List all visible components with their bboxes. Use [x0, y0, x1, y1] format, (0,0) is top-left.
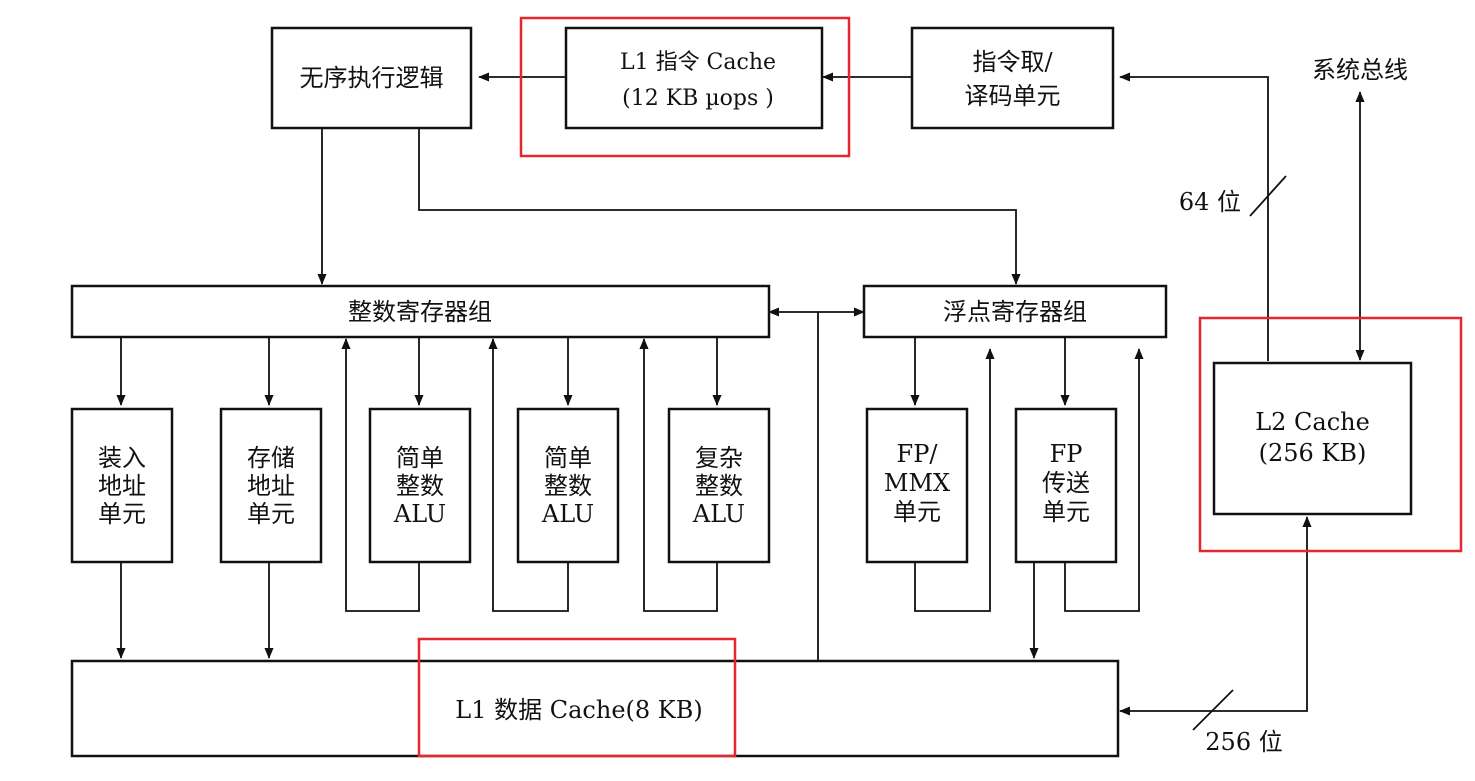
highlight-frame-l1-icache [519, 16, 851, 158]
arrow-alu1-writeback [341, 338, 420, 612]
l2-cache-box: L2 Cache (256 KB) [1212, 361, 1413, 516]
arrow-ooo-to-fpregs [418, 128, 1021, 285]
fpmove-line2: 传送 [1042, 469, 1090, 497]
connectors [116, 72, 1365, 731]
arrow-l2-to-fetch [1119, 72, 1269, 361]
fp-mmx-unit: FP/ MMX 单元 [865, 407, 969, 564]
l1-dcache-label: L1 数据 Cache(8 KB) [455, 696, 702, 724]
simple-int-alu-2: 简单 整数 ALU [516, 407, 620, 564]
arrow-alu3-writeback [639, 338, 718, 612]
load-address-unit: 装入 地址 单元 [70, 407, 174, 564]
tick-64bit [1249, 175, 1287, 217]
l1-icache-size: (12 KB µops ) [622, 86, 774, 111]
alu1-line2: 整数 [396, 472, 444, 500]
ooo-logic-label: 无序执行逻辑 [300, 64, 444, 92]
bus-width-64-label: 64 位 [1179, 188, 1241, 216]
arrow-dcache-l2 [1119, 516, 1312, 716]
arrow-fpmmx-writeback [914, 348, 995, 612]
fpmmx-line1: FP/ [897, 440, 939, 468]
l1-dcache-box: L1 数据 Cache(8 KB) [70, 659, 1120, 758]
arrow-fpmove-writeback [1064, 348, 1144, 612]
simple-int-alu-1: 简单 整数 ALU [368, 407, 472, 564]
bus-width-256-label: 256 位 [1205, 728, 1282, 756]
store-address-unit: 存储 地址 单元 [219, 407, 323, 564]
arrow-alu2-writeback [488, 338, 569, 612]
fpmove-line3: 单元 [1042, 498, 1090, 526]
highlight-frame-l1-dcache [417, 637, 737, 758]
alu3-line1: 复杂 [695, 444, 743, 472]
int-register-file-label: 整数寄存器组 [348, 298, 492, 326]
tick-256bit [1192, 689, 1234, 731]
store-unit-line2: 地址 [247, 472, 295, 500]
load-unit-line1: 装入 [98, 444, 146, 472]
alu1-line3: ALU [393, 500, 446, 528]
alu3-line3: ALU [692, 500, 745, 528]
highlight-frame-l2-cache [1198, 316, 1463, 553]
load-unit-line3: 单元 [98, 500, 146, 528]
fp-register-file-label: 浮点寄存器组 [943, 298, 1087, 326]
store-unit-line1: 存储 [247, 444, 295, 472]
fetch-decode-line2: 译码单元 [965, 82, 1061, 110]
fpmmx-line2: MMX [884, 469, 950, 497]
alu3-line2: 整数 [695, 472, 743, 500]
fetch-decode-line1: 指令取/ [972, 48, 1053, 76]
fp-move-unit: FP 传送 单元 [1014, 407, 1118, 564]
alu2-line2: 整数 [544, 472, 592, 500]
alu1-line1: 简单 [396, 444, 444, 472]
alu2-line1: 简单 [544, 444, 592, 472]
fetch-decode-box: 指令取/ 译码单元 [910, 26, 1115, 130]
l2-cache-size: (256 KB) [1259, 439, 1367, 467]
fp-register-file: 浮点寄存器组 [862, 284, 1168, 339]
load-unit-line2: 地址 [98, 472, 146, 500]
l1-icache-box: L1 指令 Cache (12 KB µops ) [564, 26, 824, 130]
l2-cache-label: L2 Cache [1255, 408, 1370, 436]
int-register-file: 整数寄存器组 [70, 284, 771, 339]
complex-int-alu: 复杂 整数 ALU [667, 407, 771, 564]
system-bus-label: 系统总线 [1312, 56, 1408, 84]
store-unit-line3: 单元 [247, 500, 295, 528]
l1-icache-label: L1 指令 Cache [620, 50, 776, 75]
alu2-line3: ALU [541, 500, 594, 528]
fpmove-line1: FP [1050, 440, 1083, 468]
ooo-logic-box: 无序执行逻辑 [270, 26, 473, 130]
fpmmx-line3: 单元 [893, 498, 941, 526]
